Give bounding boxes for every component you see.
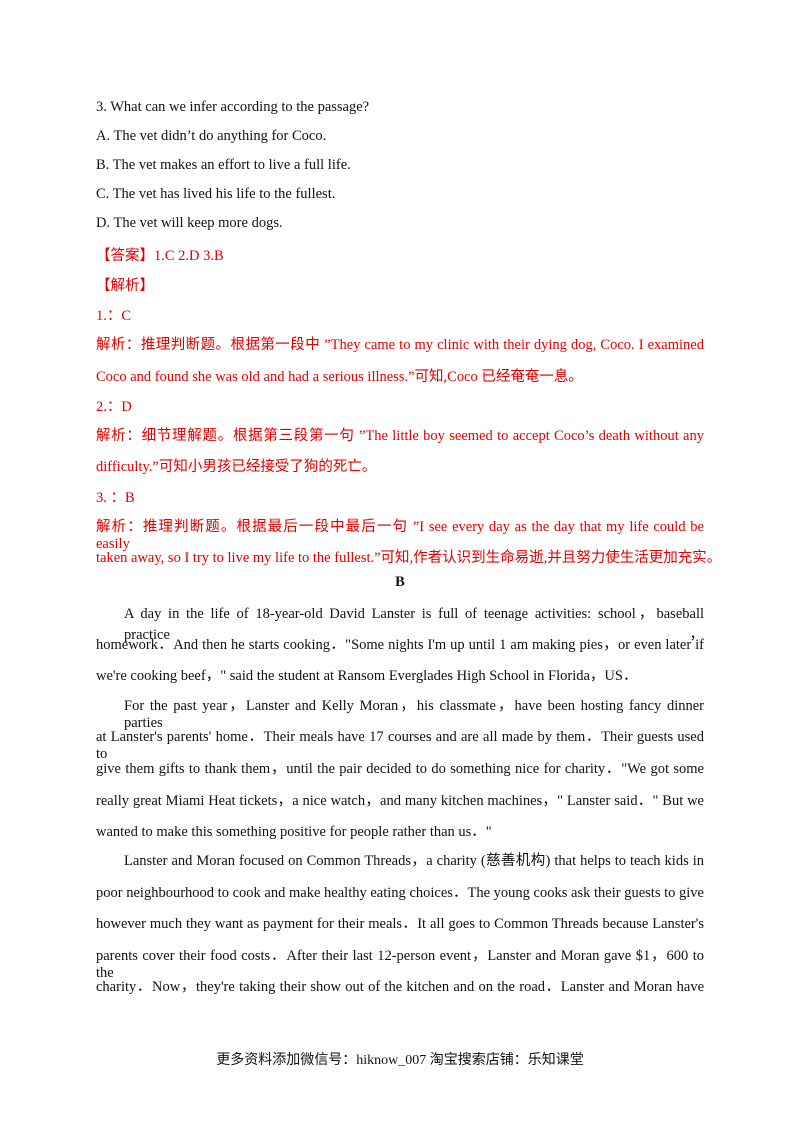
passage-line: we're cooking beef，" said the student at… [96,668,638,684]
analysis-header: 【解析】 [96,278,154,294]
explanation-3-number: 3. ：B [96,490,135,506]
page-footer: 更多资料添加微信号：hiknow_007 淘宝搜索店铺：乐知课堂 [216,1053,584,1068]
explanation-3-line-1: 解析：推理判断题。根据最后一段中最后一句 ”I see every day as… [96,519,704,552]
passage-line: homework．And then he starts cooking．"Som… [96,637,704,653]
passage-line: give them gifts to thank them，until the … [96,761,704,777]
passage-line: wanted to make this something positive f… [96,824,492,840]
explanation-1-number: 1.：C [96,308,132,324]
passage-line: really great Miami Heat tickets，a nice w… [96,793,704,809]
passage-line: A day in the life of 18-year-old David L… [124,606,704,643]
passage-line: Lanster and Moran focused on Common Thre… [124,853,704,869]
option-b: B. The vet makes an effort to live a ful… [96,157,351,173]
explanation-3-line-2: taken away, so I try to live my life to … [96,550,722,566]
answer-line: 【答案】1.C 2.D 3.B [96,248,224,264]
option-a: A. The vet didn’t do anything for Coco. [96,128,327,144]
option-d: D. The vet will keep more dogs. [96,215,283,231]
passage-line: parents cover their food costs．After the… [96,948,704,981]
question-stem: 3. What can we infer according to the pa… [96,99,370,115]
passage-line: however much they want as payment for th… [96,916,704,932]
explanation-2-line-1: 解析：细节理解题。根据第三段第一句 ”The little boy seemed… [96,428,704,444]
passage-line: For the past year，Lanster and Kelly Mora… [124,698,704,731]
explanation-1-line-1: 解析：推理判断题。根据第一段中 ”They came to my clinic … [96,337,704,353]
explanation-2-line-2: difficulty.”可知小男孩已经接受了狗的死亡。 [96,459,377,475]
passage-line: charity．Now，they're taking their show ou… [96,979,704,995]
option-c: C. The vet has lived his life to the ful… [96,186,336,202]
passage-line: poor neighbourhood to cook and make heal… [96,885,704,901]
section-label: B [395,574,405,590]
explanation-2-number: 2.：D [96,399,132,415]
passage-line: at Lanster's parents' home．Their meals h… [96,729,704,762]
explanation-1-line-2: Coco and found she was old and had a ser… [96,369,583,385]
